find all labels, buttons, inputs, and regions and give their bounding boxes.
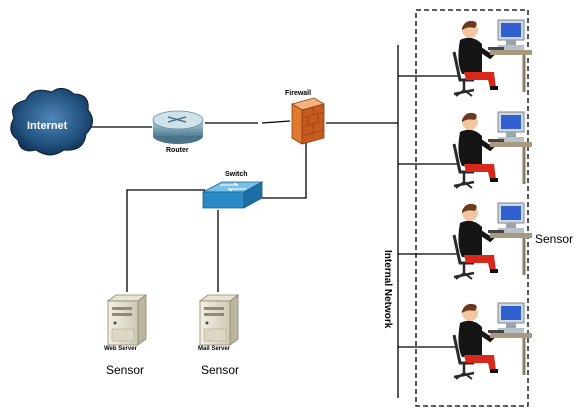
switch-icon [202,181,264,209]
workstation-icon [454,203,532,279]
web-server-sensor-label: Sensor [106,363,145,377]
mail-server-sensor-label: Sensor [201,363,240,377]
server-icon [199,294,239,346]
web-server-label: Web Server [104,346,137,352]
workstation-icon [454,303,532,379]
internet-label: Internet [27,120,68,132]
workstation-icon [454,112,532,188]
router-label: Router [166,147,189,154]
switch-label: Switch [225,171,248,178]
cloud-icon [10,88,93,156]
internal-network-label: Internal Network [382,250,393,329]
router-icon [152,110,204,144]
connection-lines [88,45,458,398]
internal-network-sensor-label: Sensor [535,232,574,246]
firewall-label: Firewall [285,90,312,97]
firewall-icon [290,97,326,145]
internal-network-boundary [415,9,529,407]
mail-server-label: Mail Server [198,346,231,352]
workstation-icon [454,20,532,96]
server-icon [107,294,147,346]
